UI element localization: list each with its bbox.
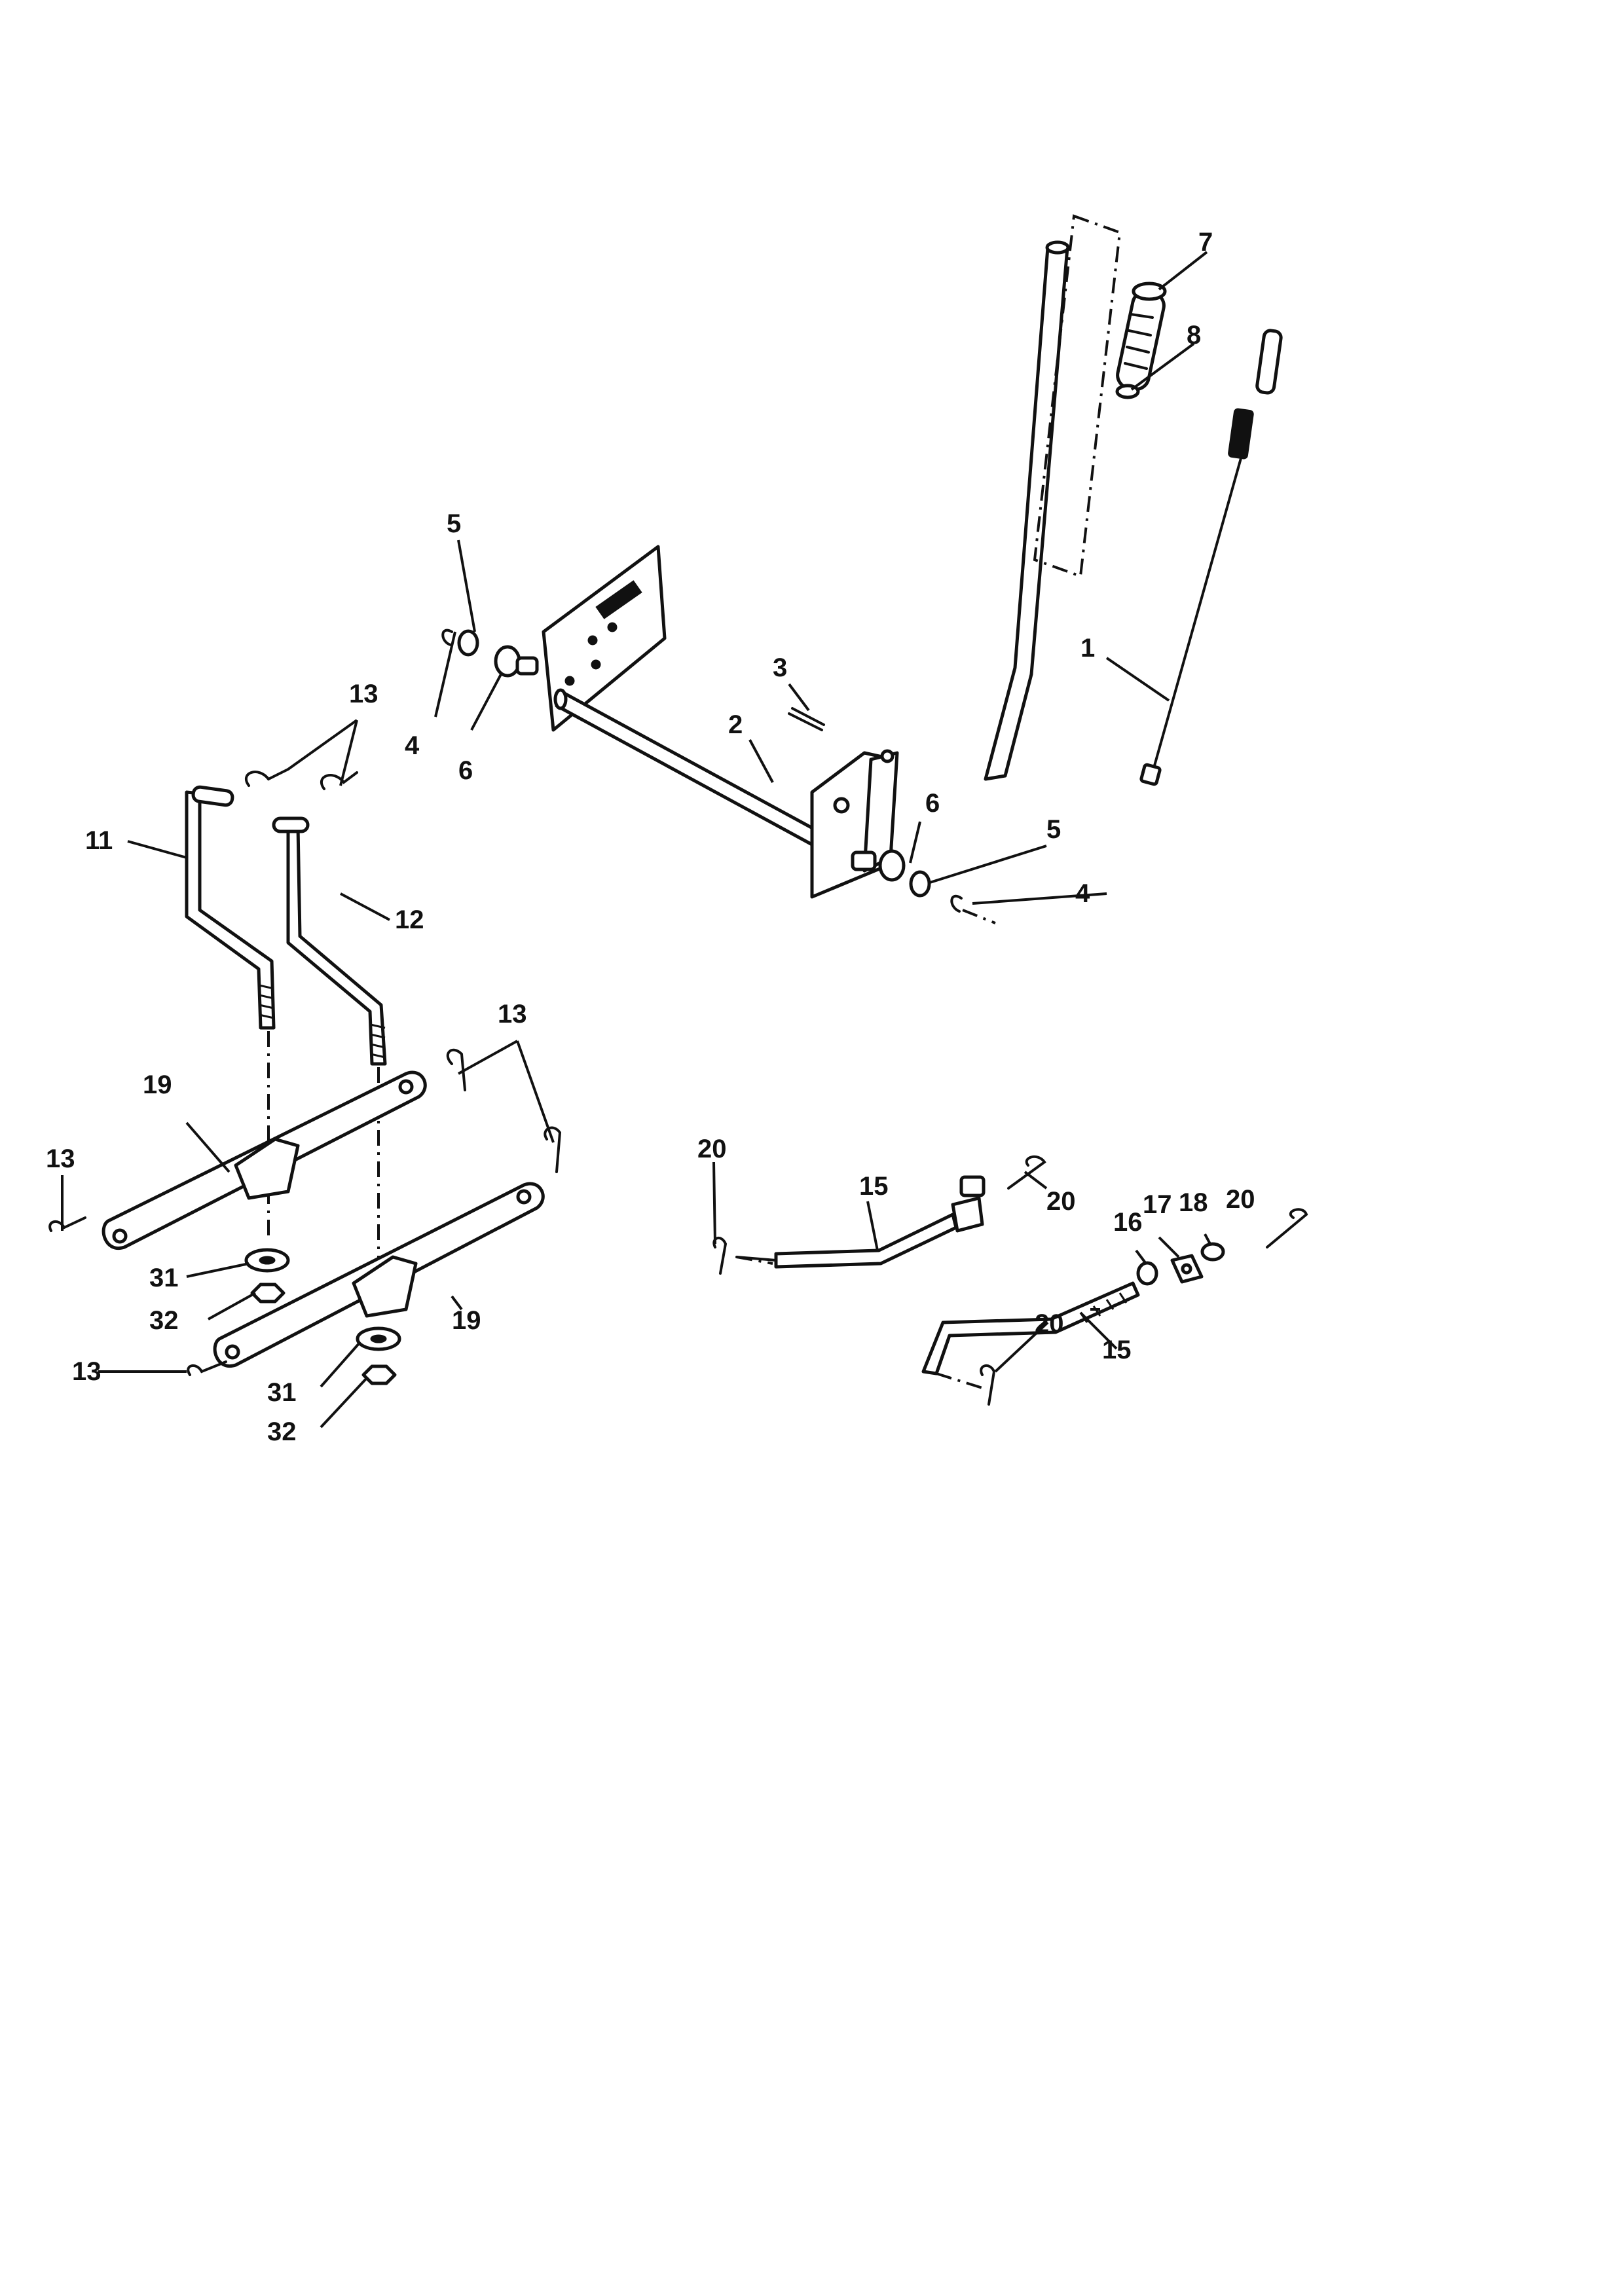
lift-arm-lower	[213, 1182, 545, 1368]
callout-1: 1	[1080, 634, 1095, 663]
retaining-ring-left	[441, 629, 453, 646]
nut-upper	[250, 1283, 286, 1303]
callout-15: 15	[859, 1172, 889, 1201]
callout-7: 7	[1198, 228, 1213, 257]
callout-4: 4	[405, 731, 420, 760]
washer-left	[457, 629, 479, 657]
callout-6: 6	[925, 789, 940, 818]
lift-link-left	[185, 785, 276, 1237]
callout-5: 5	[447, 509, 461, 538]
callout-6: 6	[458, 756, 473, 785]
callout-18: 18	[1179, 1188, 1208, 1217]
callout-11: 11	[85, 826, 113, 855]
spacer-upper	[244, 1248, 290, 1273]
bushing-right	[851, 849, 906, 882]
callout-17: 17	[1143, 1190, 1172, 1219]
callout-13: 13	[72, 1357, 101, 1386]
lift-link-right	[272, 816, 387, 1316]
callout-31: 31	[149, 1264, 179, 1292]
callout-13: 13	[349, 680, 378, 708]
callout-4: 4	[1075, 879, 1090, 908]
cotter-pin	[788, 707, 825, 731]
control-rod-upper	[735, 1175, 986, 1269]
retaining-ring-right	[950, 894, 996, 924]
callout-8: 8	[1187, 321, 1201, 350]
mounting-plate	[542, 545, 667, 732]
hairpin-clip	[48, 768, 562, 1376]
hairpin-clip-20	[712, 1155, 1308, 1406]
callout-31: 31	[267, 1378, 297, 1407]
callout-20: 20	[1035, 1309, 1064, 1338]
spring-rod	[1139, 329, 1283, 786]
callout-20: 20	[697, 1135, 727, 1163]
callout-12: 12	[395, 905, 424, 934]
callout-20: 20	[1226, 1185, 1255, 1214]
lift-handle	[810, 240, 1070, 899]
callout-19: 19	[143, 1070, 172, 1099]
callout-16: 16	[1113, 1208, 1143, 1237]
leader-lines	[61, 251, 1211, 1429]
callout-3: 3	[773, 653, 787, 682]
callout-32: 32	[149, 1306, 179, 1335]
washer-right	[909, 870, 931, 898]
bushing-left	[494, 645, 539, 678]
callout-5: 5	[1046, 815, 1061, 844]
callout-19: 19	[452, 1306, 481, 1335]
lift-arm-upper	[101, 1070, 427, 1250]
spacer-lower	[356, 1326, 401, 1351]
callout-13: 13	[46, 1144, 75, 1173]
ferrule-nut	[1200, 1242, 1225, 1262]
callout-32: 32	[267, 1417, 297, 1446]
ferrule-washer	[1136, 1261, 1158, 1286]
callout-13: 13	[498, 1000, 527, 1029]
handle-grip	[1033, 214, 1167, 578]
callout-2: 2	[728, 710, 743, 739]
lift-shaft	[553, 688, 821, 847]
callout-15: 15	[1102, 1336, 1132, 1364]
ferrule-block	[1170, 1254, 1204, 1284]
nut-lower	[361, 1364, 397, 1385]
callout-labels: 1 2 3 4 4 5 5 6 6 7 8 11 12 13 13 13 13 …	[46, 228, 1255, 1446]
callout-20: 20	[1046, 1187, 1076, 1216]
